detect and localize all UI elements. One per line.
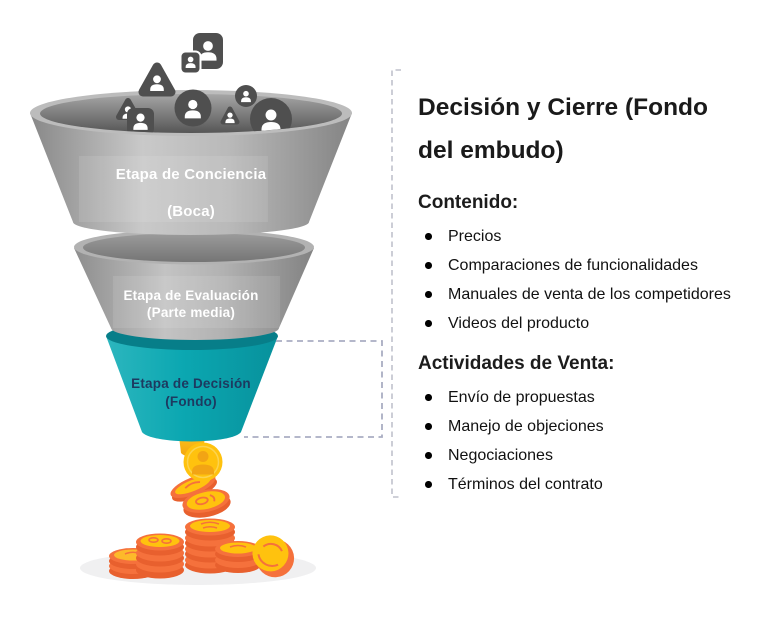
bullet-icon [425, 394, 432, 401]
panel-title-line2: del embudo) [418, 137, 564, 164]
content-heading: Contenido: [418, 192, 519, 213]
person-triangle-icon [138, 62, 176, 97]
list-item: Videos del producto [418, 314, 758, 333]
list-item: Términos del contrato [418, 475, 758, 494]
person-coin-icon [183, 442, 223, 482]
stage1-label-line1: Etapa de Conciencia [115, 166, 267, 183]
list-item-text: Comparaciones de funcionalidades [448, 257, 698, 274]
list-item: Envío de propuestas [418, 388, 758, 407]
list-item: Manejo de objeciones [418, 417, 758, 436]
bullet-icon [425, 423, 432, 430]
falling-coin-icon [182, 489, 231, 518]
bullet-icon [425, 452, 432, 459]
list-item-text: Envío de propuestas [448, 389, 595, 406]
bullet-icon [425, 291, 432, 298]
list-item: Manuales de venta de los competidores [418, 285, 758, 304]
list-item-text: Negociaciones [448, 447, 553, 464]
panel-title-line1: Decisión y Cierre (Fondo [418, 94, 708, 121]
info-panel: Decisión y Cierre (Fondo del embudo) Con… [418, 86, 758, 504]
person-circle-icon [235, 85, 257, 107]
list-item-text: Términos del contrato [448, 476, 603, 493]
list-item: Comparaciones de funcionalidades [418, 256, 758, 275]
bullet-icon [425, 233, 432, 240]
stage2-label-line1: Etapa de Evaluación [123, 288, 259, 303]
panel-title: Decisión y Cierre (Fondo del embudo) [418, 86, 758, 172]
list-item-text: Manejo de objeciones [448, 418, 604, 435]
coin-stack-right-icon [215, 541, 261, 573]
person-triangle-icon [220, 106, 240, 125]
list-item-text: Manuales de venta de los competidores [448, 286, 731, 303]
callout-bracket-line [244, 340, 383, 438]
stage3-label-line1: Etapa de Decisión [131, 376, 251, 391]
bullet-icon [425, 320, 432, 327]
funnel-stage-evaluation [74, 229, 314, 340]
bullet-icon [425, 481, 432, 488]
content-list: Precios Comparaciones de funcionalidades… [418, 227, 758, 333]
stage3-label-line2: (Fondo) [165, 394, 217, 409]
person-group-icon [179, 33, 223, 75]
activities-list: Envío de propuestas Manejo de objeciones… [418, 388, 758, 494]
panel-bracket-line [391, 69, 401, 498]
person-square-icon [127, 108, 154, 133]
leaning-coin-icon [252, 535, 295, 578]
list-item: Negociaciones [418, 446, 758, 465]
stage2-label-line2: (Parte media) [146, 305, 236, 320]
list-item: Precios [418, 227, 758, 246]
stage1-label-line2: (Boca) [167, 203, 215, 220]
coin-stack-center-left-icon [136, 533, 184, 579]
bullet-icon [425, 262, 432, 269]
person-circle-icon [174, 89, 212, 127]
activities-heading: Actividades de Venta: [418, 353, 615, 374]
list-item-text: Precios [448, 228, 502, 245]
list-item-text: Videos del producto [448, 315, 590, 332]
